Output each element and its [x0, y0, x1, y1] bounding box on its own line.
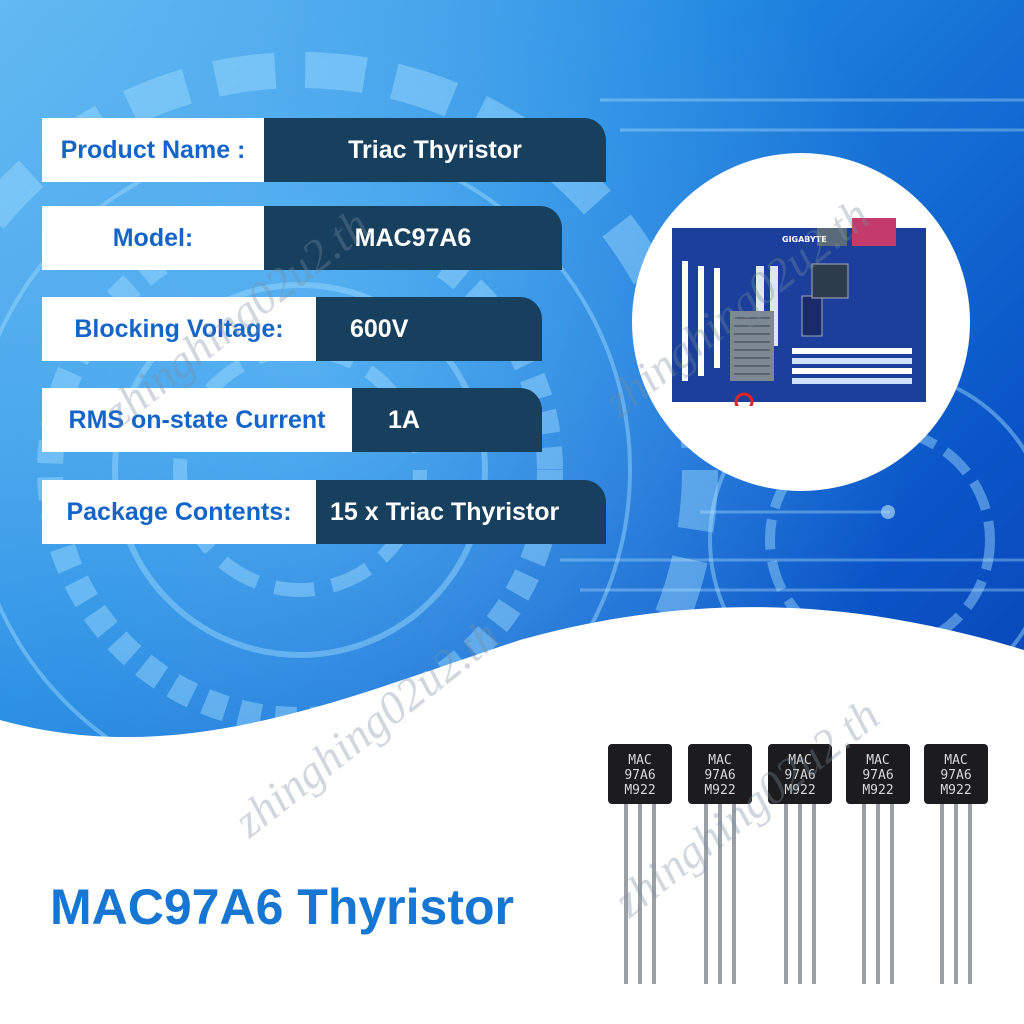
chip-marking: 97A6	[624, 768, 655, 783]
chip-body	[924, 744, 988, 804]
spec-label: Package Contents:	[42, 480, 316, 544]
chip-marking: M922	[704, 783, 735, 798]
spec-row-rms-current: RMS on-state Current 1A	[42, 388, 542, 452]
motherboard-brand: GIGABYTE	[782, 235, 827, 244]
motherboard-image: GIGABYTE	[672, 218, 926, 406]
chip-marking: M922	[784, 783, 815, 798]
spec-value: Triac Thyristor	[264, 118, 606, 182]
chip-lead	[652, 804, 656, 984]
spec-value: 15 x Triac Thyristor	[316, 480, 606, 544]
chip-marking: MAC	[708, 753, 731, 768]
chip-marking: 97A6	[862, 768, 893, 783]
chip-lead	[940, 804, 944, 984]
chip-lead	[638, 804, 642, 984]
spec-value: 600V	[316, 297, 542, 361]
chip-body	[768, 744, 832, 804]
product-title: MAC97A6 Thyristor	[50, 879, 514, 935]
chip-marking: MAC	[944, 753, 967, 768]
chip-lead	[798, 804, 802, 984]
chip-marking: M922	[862, 783, 893, 798]
chip-marking: M922	[624, 783, 655, 798]
spec-label: Model:	[42, 206, 264, 270]
spec-row-blocking-voltage: Blocking Voltage: 600V	[42, 297, 542, 361]
chip-marking: 97A6	[940, 768, 971, 783]
chip-marking: MAC	[788, 753, 811, 768]
chip-lead	[718, 804, 722, 984]
spec-row-model: Model: MAC97A6	[42, 206, 562, 270]
chip-body	[608, 744, 672, 804]
spec-label: Blocking Voltage:	[42, 297, 316, 361]
spec-label: Product Name :	[42, 118, 264, 182]
chip-body	[688, 744, 752, 804]
chip-marking: 97A6	[704, 768, 735, 783]
thyristor-chips-photo: MAC97A6M922MAC97A6M922MAC97A6M922MAC97A6…	[608, 744, 988, 984]
chip-lead	[862, 804, 866, 984]
chip-lead	[876, 804, 880, 984]
spec-value: 1A	[352, 388, 542, 452]
chip-lead	[704, 804, 708, 984]
chip-lead	[890, 804, 894, 984]
chip-marking: M922	[940, 783, 971, 798]
chip-marking: 97A6	[784, 768, 815, 783]
spec-row-package-contents: Package Contents: 15 x Triac Thyristor	[42, 480, 606, 544]
chip-lead	[624, 804, 628, 984]
chip-lead	[954, 804, 958, 984]
chip-marking: MAC	[866, 753, 889, 768]
chip-lead	[784, 804, 788, 984]
chip-marking: MAC	[628, 753, 651, 768]
chip-lead	[968, 804, 972, 984]
spec-label: RMS on-state Current	[42, 388, 352, 452]
spec-value: MAC97A6	[264, 206, 562, 270]
chip-lead	[732, 804, 736, 984]
chip-body	[846, 744, 910, 804]
spec-row-product-name: Product Name : Triac Thyristor	[42, 118, 606, 182]
chip-lead	[812, 804, 816, 984]
